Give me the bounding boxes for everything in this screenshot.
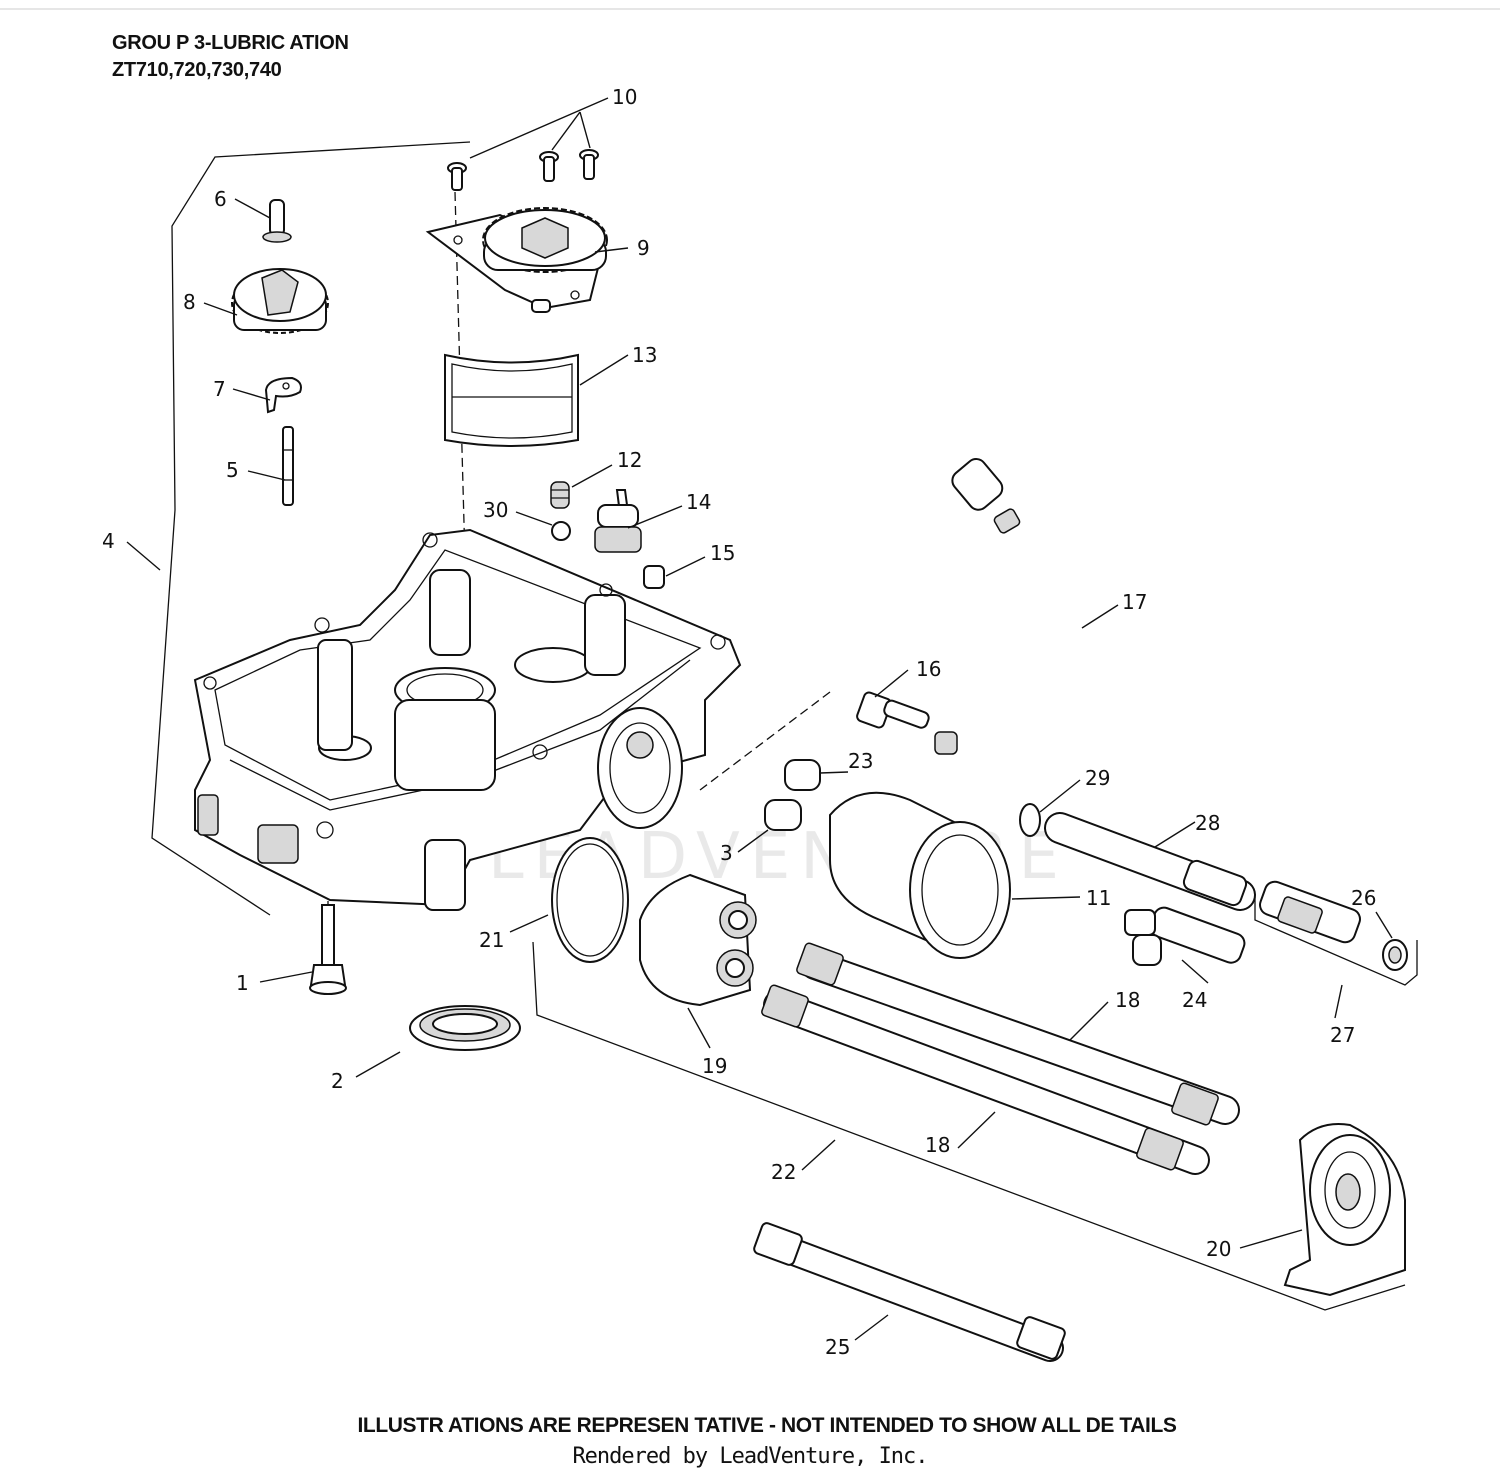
callout-28: 28 — [1195, 811, 1220, 835]
callout-15: 15 — [710, 541, 735, 565]
screws-10-part — [447, 149, 599, 191]
diagram-title: GROU P 3-LUBRIC ATION ZT710,720,730,740 — [112, 30, 349, 84]
tube-28-part — [1044, 812, 1256, 911]
screen-13-part — [444, 353, 579, 447]
gear-8-part — [231, 268, 329, 334]
hose-18-upper-part — [796, 942, 1240, 1126]
adapter-3-part — [764, 799, 802, 831]
callout-4: 4 — [102, 529, 115, 553]
pin-6-part — [262, 199, 292, 243]
callout-5: 5 — [226, 458, 239, 482]
callout-18-lower: 18 — [925, 1133, 950, 1157]
callout-18-upper: 18 — [1115, 988, 1140, 1012]
disclaimer-note: ILLUSTR ATIONS ARE REPRESEN TATIVE - NOT… — [357, 1414, 1177, 1437]
spring-12-part — [550, 481, 570, 509]
reducer-23-part — [784, 759, 821, 791]
o-ring-21-part — [551, 837, 629, 963]
tee-fitting-24-part — [1124, 906, 1246, 966]
oil-sump-part — [193, 528, 742, 911]
callout-12: 12 — [617, 448, 642, 472]
leader-lines — [126, 97, 1393, 1341]
callout-7: 7 — [213, 377, 226, 401]
oil-pump-9-part — [425, 207, 608, 313]
valve-assembly-27-part — [1259, 880, 1361, 944]
pressure-switch-14-part — [594, 489, 642, 553]
clip-7-part — [264, 376, 302, 414]
group-bracket-4 — [151, 141, 471, 916]
group-bracket-27 — [1254, 895, 1418, 986]
callout-9: 9 — [637, 236, 650, 260]
clamp-29-part — [1019, 803, 1041, 837]
callout-11: 11 — [1086, 886, 1111, 910]
filter-adapter-19-part — [639, 873, 757, 1007]
callout-6: 6 — [214, 187, 227, 211]
callout-29: 29 — [1085, 766, 1110, 790]
plug-15-part — [643, 565, 665, 589]
fitting-16-part — [856, 691, 930, 729]
callout-1: 1 — [236, 971, 249, 995]
title-models: ZT710,720,730,740 — [112, 59, 282, 81]
ball-30-part — [551, 521, 571, 541]
callout-17: 17 — [1122, 590, 1147, 614]
group-bracket-22 — [532, 941, 1406, 1311]
callout-24: 24 — [1182, 988, 1207, 1012]
hose-17-part — [934, 458, 1090, 788]
callout-20: 20 — [1206, 1237, 1231, 1261]
cooler-mount-20-part — [1283, 1123, 1406, 1297]
top-divider — [0, 8, 1500, 10]
callout-10: 10 — [612, 85, 637, 109]
callout-8: 8 — [183, 290, 196, 314]
hose-25-part — [753, 1222, 1066, 1362]
callout-30: 30 — [483, 498, 508, 522]
callout-26: 26 — [1351, 886, 1376, 910]
callout-23: 23 — [848, 749, 873, 773]
shaft-5-part — [282, 426, 294, 506]
callout-25: 25 — [825, 1335, 850, 1359]
hose-18-lower-part — [761, 984, 1210, 1175]
callout-14: 14 — [686, 490, 711, 514]
render-credit: Rendered by LeadVenture, Inc. — [572, 1444, 928, 1469]
callout-13: 13 — [632, 343, 657, 367]
oil-filter-11-part — [829, 791, 1011, 959]
callout-3: 3 — [720, 841, 733, 865]
oil-seal-2-part — [409, 1005, 521, 1051]
title-group: GROU P 3-LUBRIC ATION — [112, 32, 349, 54]
clamp-26-part — [1382, 939, 1408, 971]
callout-22: 22 — [771, 1160, 796, 1184]
callout-27: 27 — [1330, 1023, 1355, 1047]
callout-21: 21 — [479, 928, 504, 952]
callout-2: 2 — [331, 1069, 344, 1093]
callout-19: 19 — [702, 1054, 727, 1078]
bolt-1-part — [309, 904, 347, 995]
callout-16: 16 — [916, 657, 941, 681]
parts-diagram: LEADVENTURE — [102, 85, 1418, 1362]
